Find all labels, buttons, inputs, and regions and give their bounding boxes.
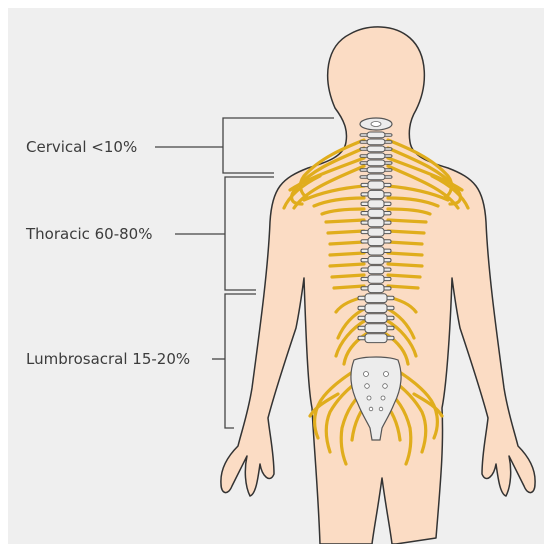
thoracic-label: Thoracic 60-80% xyxy=(26,225,152,243)
cervical-label: Cervical <10% xyxy=(26,138,137,156)
spinal-anatomy-diagram xyxy=(8,8,544,544)
figure-panel: Cervical <10% Thoracic 60-80% Lumbrosacr… xyxy=(8,8,544,544)
lumbrosacral-label: Lumbrosacral 15-20% xyxy=(26,350,190,368)
